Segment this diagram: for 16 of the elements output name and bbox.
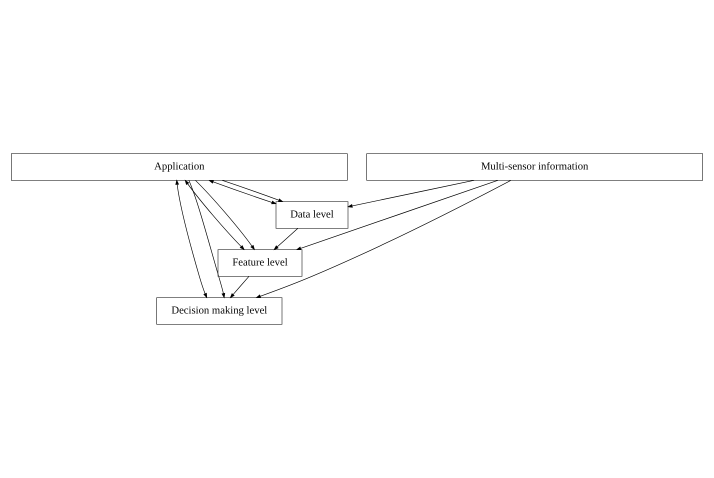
arrow	[208, 180, 277, 204]
arrow	[184, 180, 245, 250]
node-box: Multi-sensor information	[366, 153, 703, 181]
arrow	[230, 276, 250, 298]
node-box: Data level	[276, 201, 348, 229]
arrow	[296, 180, 498, 250]
node-box: Application	[11, 153, 348, 181]
arrow	[188, 180, 226, 298]
arrow	[222, 180, 284, 202]
arrow	[255, 180, 512, 298]
arrow	[273, 228, 298, 250]
arrow	[175, 179, 208, 298]
node-box: Decision making level	[156, 297, 282, 325]
arrow	[195, 180, 255, 250]
node-box: Feature level	[218, 249, 302, 277]
arrow	[347, 180, 474, 208]
